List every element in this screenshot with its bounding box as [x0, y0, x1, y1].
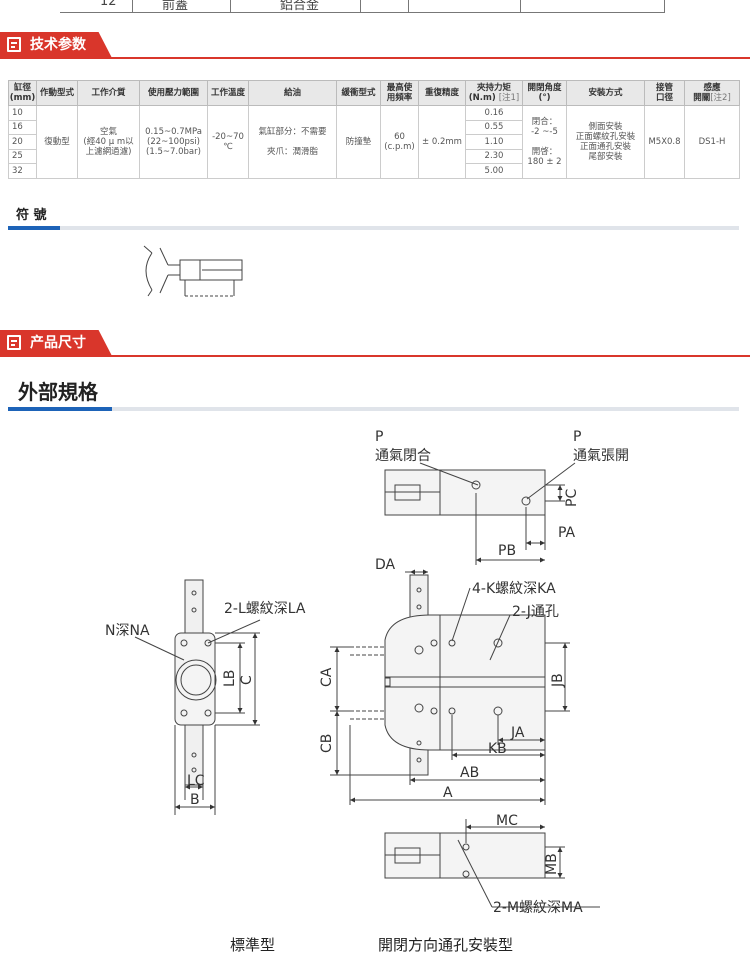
part-number: 12 [100, 0, 117, 9]
switch-cell: DS1-H [684, 105, 740, 179]
document-icon [7, 335, 21, 350]
label-pb: PB [498, 543, 516, 559]
symbol-title: 符 號 [16, 208, 47, 223]
label-p1-text: 通氣閉合 [375, 448, 431, 464]
header-lube: 給油 [248, 80, 337, 106]
pressure-cell: 0.15~0.7MPa(22~100psi)(1.5~7.0bar) [139, 105, 208, 179]
bore-cell: 32 [8, 163, 37, 179]
spec-row: 10 復動型 空氣(經40 μ m以上濾網過濾) 0.15~0.7MPa(22~… [8, 105, 740, 179]
label-p2: P [573, 429, 581, 445]
section-divider [0, 355, 750, 357]
section-dim-tab: 产品尺寸 [0, 330, 112, 356]
gripper-symbol [143, 245, 243, 297]
label-lb: LB [222, 670, 238, 687]
section-dim-title: 产品尺寸 [30, 335, 86, 351]
label-l: 2-L螺紋深LA [224, 601, 306, 617]
label-kb: KB [488, 741, 507, 757]
external-rule-accent [8, 407, 112, 411]
label-ca: CA [319, 667, 335, 687]
external-rule [8, 407, 739, 411]
section-tech-tab: 技术参数 [0, 32, 112, 58]
label-pa: PA [558, 525, 576, 541]
caption-through-hole: 開閉方向通孔安裝型 [378, 936, 514, 954]
header-cushion: 緩衝型式 [336, 80, 381, 106]
label-c: C [239, 675, 255, 685]
label-pc: PC [564, 489, 580, 507]
dimension-drawing: P 通氣閉合 P 通氣張開 PC PA PB DA 4-K螺紋深KA 2-J通孔… [105, 429, 629, 916]
header-torque: 夾持力矩(N.m) [注1] [465, 80, 523, 106]
label-p1: P [375, 429, 383, 445]
label-j: 2-J通孔 [512, 604, 559, 620]
document-icon [7, 37, 21, 52]
symbol-rule [8, 226, 739, 230]
caption-standard: 標準型 [230, 936, 276, 954]
medium-cell: 空氣(經40 μ m以上濾網過濾) [77, 105, 140, 179]
torque-cell: 0.55 [465, 119, 523, 135]
torque-cell: 2.30 [465, 148, 523, 164]
bore-cell: 25 [8, 148, 37, 164]
label-p2-text: 通氣張開 [573, 448, 629, 464]
label-a: A [443, 785, 453, 801]
header-mount: 安裝方式 [566, 80, 645, 106]
header-action: 作動型式 [36, 80, 78, 106]
top-parts-table-row: 12 前蓋 鋁合金 [60, 0, 665, 13]
label-k: 4-K螺紋深KA [472, 581, 556, 597]
label-cb: CB [319, 734, 335, 753]
torque-cell: 1.10 [465, 134, 523, 150]
bore-cell: 16 [8, 119, 37, 135]
external-spec-title: 外部規格 [18, 380, 98, 404]
torque-cell: 5.00 [465, 163, 523, 179]
header-switch: 感應開關[注2] [684, 80, 740, 106]
label-jb: JB [550, 673, 566, 688]
header-temp: 工作溫度 [207, 80, 249, 106]
section-divider [0, 57, 750, 59]
cushion-cell: 防撞墊 [336, 105, 381, 179]
header-pressure: 使用壓力範圍 [139, 80, 208, 106]
port-cell: M5X0.8 [644, 105, 685, 179]
label-mb: MB [544, 853, 560, 875]
spec-header-row: 缸徑(mm) 作動型式 工作介質 使用壓力範圍 工作溫度 給油 緩衝型式 最高使… [8, 80, 740, 106]
torque-cell: 0.16 [465, 105, 523, 121]
header-freq: 最高使用頻率 [380, 80, 419, 106]
spec-table: 缸徑(mm) 作動型式 工作介質 使用壓力範圍 工作溫度 給油 緩衝型式 最高使… [8, 80, 740, 179]
label-lc: LC [187, 773, 205, 789]
part-material: 鋁合金 [280, 0, 320, 13]
header-repeat: 重復精度 [418, 80, 466, 106]
action-cell: 復動型 [36, 105, 78, 179]
label-ab: AB [460, 765, 479, 781]
label-m: 2-M螺紋深MA [493, 900, 583, 916]
label-mc: MC [496, 813, 518, 829]
label-da: DA [375, 557, 396, 573]
header-port: 接管口徑 [644, 80, 685, 106]
label-ja: JA [510, 725, 525, 741]
mount-cell: 側面安裝正面螺紋孔安裝正面通孔安裝尾部安裝 [566, 105, 645, 179]
part-name: 前蓋 [162, 0, 189, 13]
header-angle: 開閉角度(°) [522, 80, 567, 106]
lube-cell: 氣缸部分：不需要夾爪：潤滑脂 [248, 105, 337, 179]
symbol-rule-accent [8, 226, 60, 230]
label-b: B [190, 792, 200, 808]
freq-cell: 60(c.p.m) [380, 105, 419, 179]
bore-cell: 10 [8, 105, 37, 121]
header-medium: 工作介質 [77, 80, 140, 106]
label-n: N深NA [105, 623, 150, 639]
bore-cell: 20 [8, 134, 37, 150]
repeat-cell: ± 0.2mm [418, 105, 466, 179]
temp-cell: -20~70℃ [207, 105, 249, 179]
header-bore: 缸徑(mm) [8, 80, 37, 106]
section-tech-title: 技术参数 [30, 37, 86, 53]
